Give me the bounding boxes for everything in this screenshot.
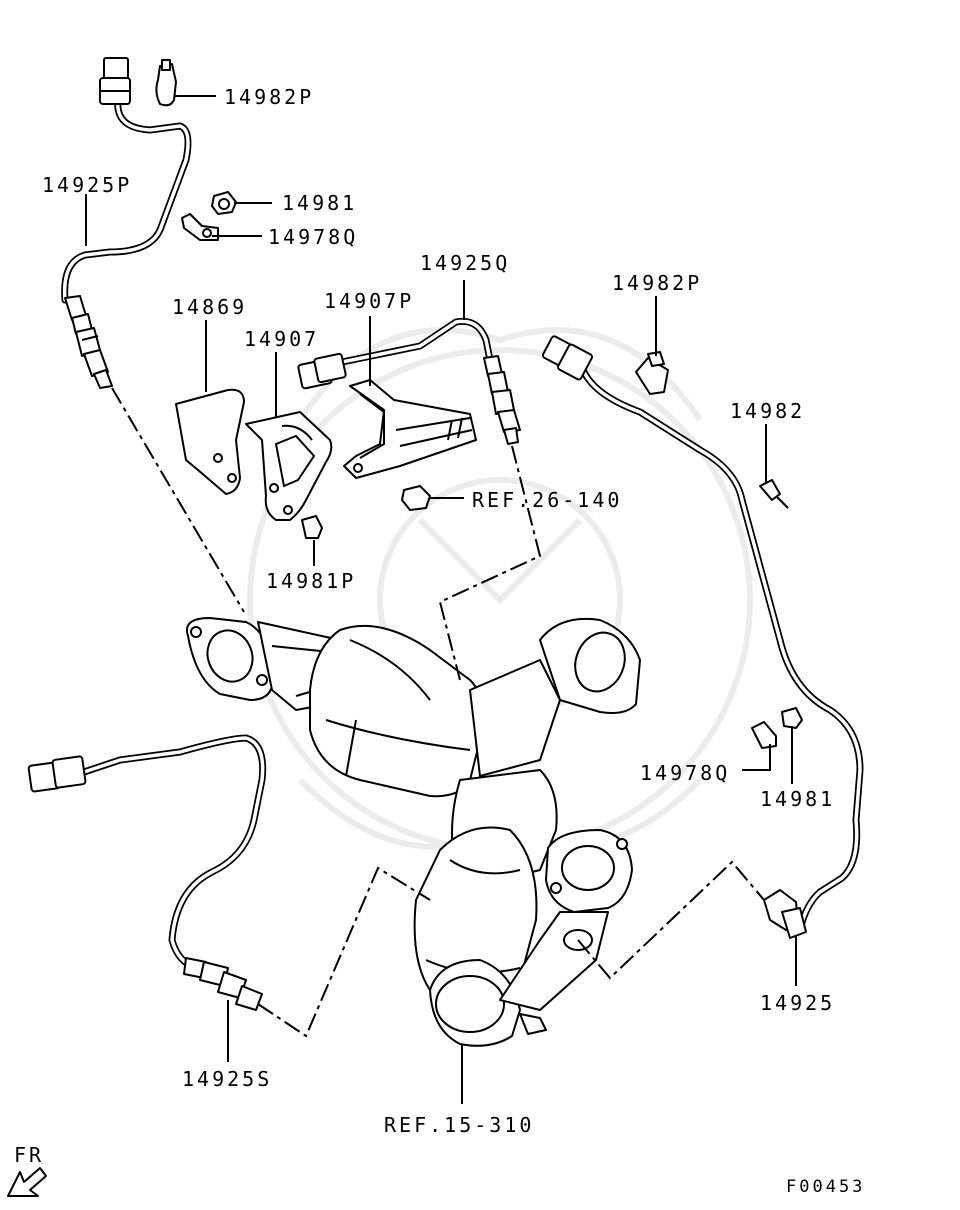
exhaust-catalytic-converter <box>186 617 641 1047</box>
label-14981P: 14981P <box>266 569 356 593</box>
label-14978Q-right: 14978Q <box>640 761 730 785</box>
bolt-14981-right <box>781 707 803 729</box>
label-14925P: 14925P <box>42 173 132 197</box>
bolt-14981-top <box>211 191 237 215</box>
leader-lines <box>85 95 797 1104</box>
bolt-14981P <box>301 515 323 539</box>
label-14925S: 14925S <box>182 1067 272 1091</box>
front-direction-arrow-icon <box>7 1167 47 1197</box>
label-14978Q-top: 14978Q <box>268 225 358 249</box>
label-14982P-right: 14982P <box>612 271 702 295</box>
bolt-ref-26-140 <box>401 485 431 511</box>
oxygen-sensor-14925 <box>541 335 864 939</box>
label-14981-top: 14981 <box>282 191 357 215</box>
label-14925: 14925 <box>760 991 835 1015</box>
label-14869: 14869 <box>172 295 247 319</box>
label-fr: FR <box>14 1143 44 1167</box>
label-14907: 14907 <box>244 327 319 351</box>
oxygen-sensor-14925S <box>27 734 267 1011</box>
clip-14978Q-top <box>181 213 219 241</box>
part-labels: 14982P 14925P 14981 14978Q 14925Q 14982P… <box>14 85 865 1197</box>
diagram-code: F00453 <box>786 1177 865 1197</box>
bracket-14907 <box>245 411 333 521</box>
label-14982: 14982 <box>730 399 805 423</box>
label-14982P-top: 14982P <box>224 85 314 109</box>
label-ref-26-140: REF.26-140 <box>472 488 622 512</box>
oxygen-sensor-14925Q <box>297 317 521 445</box>
bracket-14869 <box>175 388 245 495</box>
label-14981-right: 14981 <box>760 787 835 811</box>
clip-14982P-top <box>155 59 177 107</box>
center-lines <box>111 387 765 1038</box>
clip-14982P-right <box>635 351 669 395</box>
clip-14982 <box>759 479 789 509</box>
oxygen-sensor-14925P <box>61 57 192 389</box>
label-ref-15-310: REF.15-310 <box>384 1113 534 1137</box>
bracket-14907P <box>343 379 477 479</box>
clip-14978Q-right <box>751 721 777 749</box>
label-14907P: 14907P <box>324 289 414 313</box>
label-14925Q: 14925Q <box>420 251 510 275</box>
